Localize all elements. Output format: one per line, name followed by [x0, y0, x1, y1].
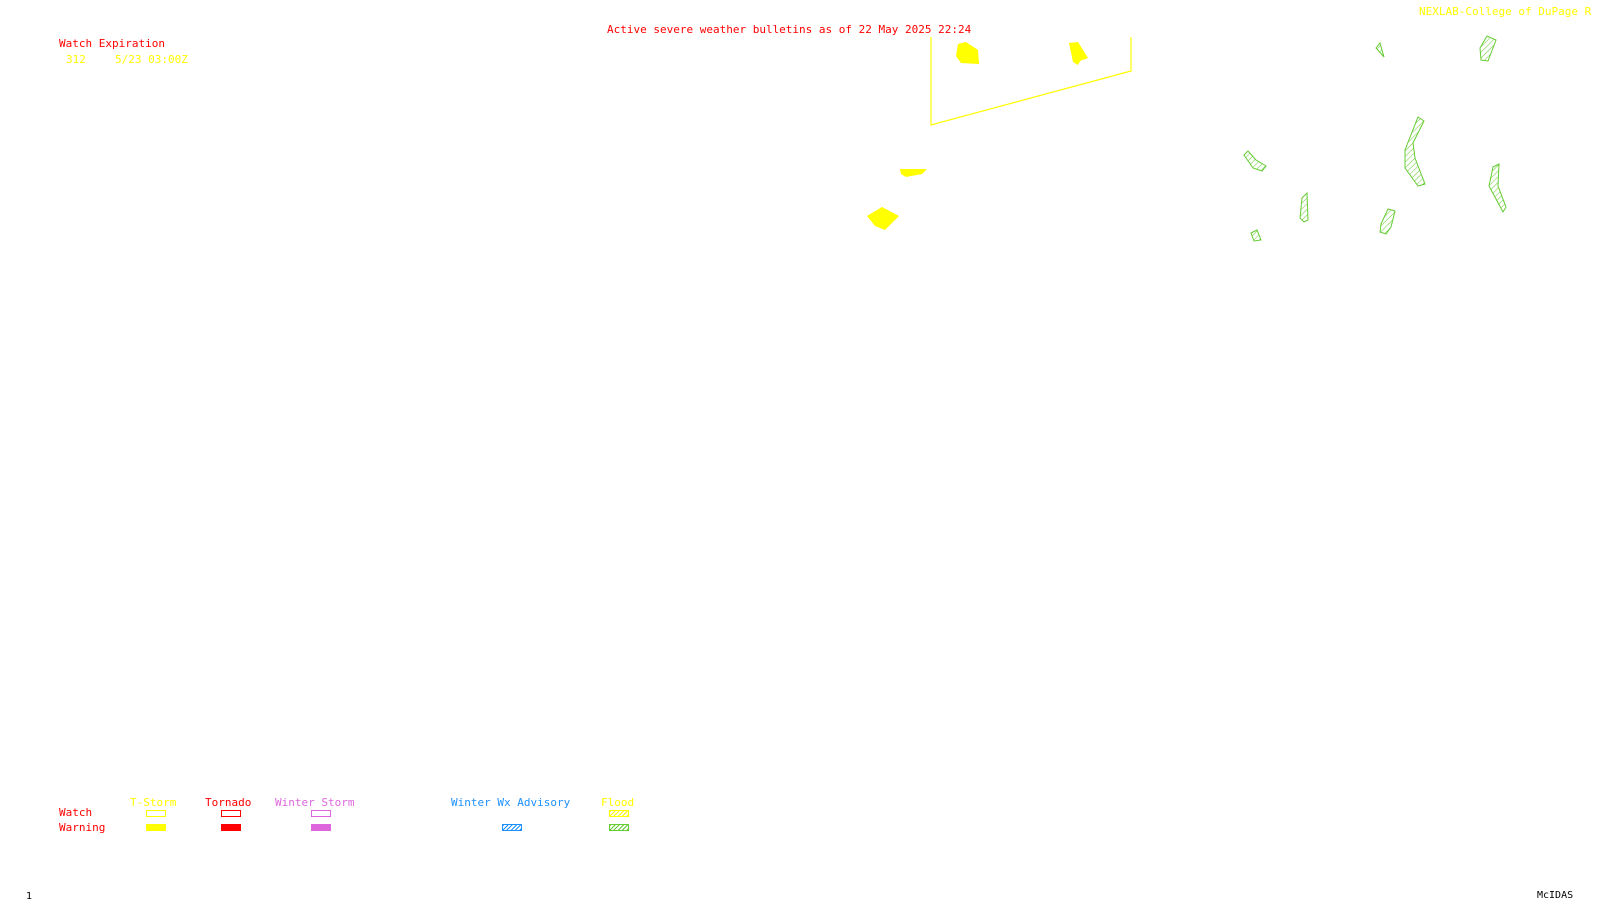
- bulletin-title: Active severe weather bulletins as of 22…: [607, 23, 972, 36]
- legend-flood-warning-swatch: [609, 824, 629, 831]
- legend-winter-advisory-label: Winter Wx Advisory: [451, 796, 571, 809]
- watch-number: 312: [66, 53, 86, 66]
- flood-warnings: [1243, 35, 1507, 242]
- legend-winter-storm-watch-swatch: [311, 810, 331, 817]
- legend-tornado-watch-swatch: [221, 810, 241, 817]
- software-label: McIDAS: [1537, 890, 1574, 901]
- flood-warning-polygon: [1375, 41, 1385, 58]
- legend-flood-label: Flood: [601, 796, 635, 809]
- flood-warning-polygon: [1488, 163, 1507, 214]
- tstorm-warning-polygon: [867, 207, 899, 230]
- tstorm-watch-outline: [930, 37, 1132, 126]
- tstorm-warning-polygon: [956, 42, 979, 64]
- legend-tornado-label: Tornado: [205, 796, 252, 809]
- legend-tornado-warning-swatch: [221, 824, 241, 831]
- watch-expiration-heading: Watch Expiration: [59, 37, 165, 50]
- frame-number: 1: [26, 891, 33, 902]
- legend-winter-storm-warning-swatch: [311, 824, 331, 831]
- legend-winter-advisory-swatch: [502, 824, 522, 831]
- legend-tstorm-label: T-Storm: [130, 796, 177, 809]
- flood-warning-polygon: [1299, 191, 1309, 223]
- legend-tstorm-warning-swatch: [146, 824, 166, 831]
- legend-winter-storm-label: Winter Storm: [275, 796, 355, 809]
- flood-warning-polygon: [1250, 229, 1262, 242]
- flood-warning-polygon: [1404, 116, 1426, 187]
- watch-expiry-time: 5/23 03:00Z: [115, 53, 188, 66]
- source-credit: NEXLAB-College of DuPage R: [1419, 5, 1592, 18]
- flood-warning-polygon: [1243, 150, 1267, 172]
- legend-watch-row-label: Watch: [59, 806, 93, 819]
- legend-warning-row-label: Warning: [59, 821, 106, 834]
- flood-warning-polygon: [1379, 208, 1396, 235]
- tstorm-warning-polygon: [900, 169, 927, 177]
- tstorm-warning-polygon: [1069, 42, 1088, 65]
- legend-flood-watch-swatch: [609, 810, 629, 817]
- legend-tstorm-watch-swatch: [146, 810, 166, 817]
- flood-warning-polygon: [1479, 35, 1497, 62]
